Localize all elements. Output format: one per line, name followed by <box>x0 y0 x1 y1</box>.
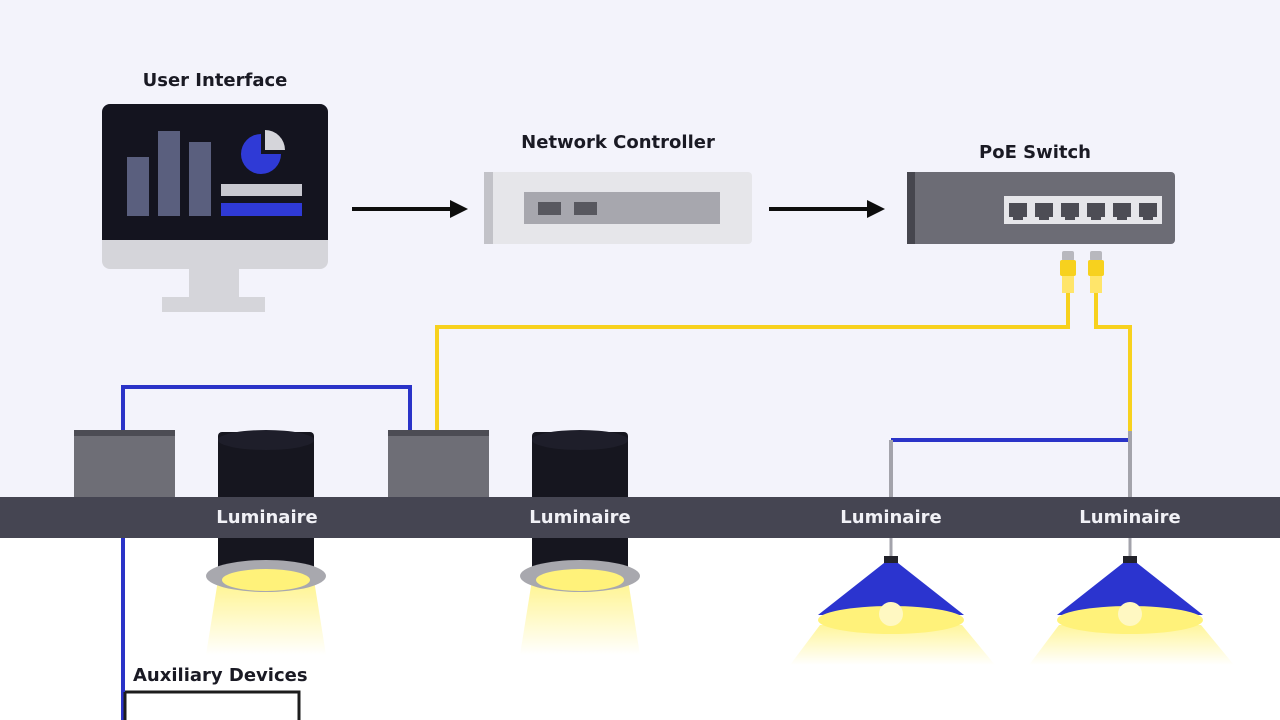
bar-chart-icon <box>127 131 211 216</box>
pendant-cap <box>1123 556 1137 564</box>
controller-side <box>484 172 493 244</box>
dashboard-line-blue <box>221 203 302 216</box>
ethernet-port-icon <box>1113 203 1131 220</box>
network-controller-device <box>484 172 752 244</box>
ethernet-port-icon <box>1087 203 1105 220</box>
right-arrow-icon <box>352 200 468 218</box>
ethernet-port-icon <box>1035 203 1053 220</box>
luminaire-label-2: Luminaire <box>529 507 631 528</box>
pendant-light-2 <box>1029 556 1234 665</box>
pendant-light-1 <box>790 556 995 665</box>
poe-switch-label: PoE Switch <box>979 142 1091 163</box>
pendant-glow <box>1029 625 1234 665</box>
driver-box-top <box>388 430 489 436</box>
ethernet-port-icon <box>1139 203 1157 220</box>
rj45-connector-icon <box>1060 251 1076 293</box>
downlight-beam <box>520 580 640 655</box>
driver-box-left <box>74 430 175 500</box>
ceiling-band <box>0 497 1280 538</box>
driver-box-right <box>388 430 489 500</box>
rj45-connector-part <box>1062 276 1074 293</box>
downlight-lens <box>536 569 624 591</box>
pendant-shade <box>1057 563 1203 615</box>
dashboard-bar <box>189 142 211 216</box>
user-interface-monitor <box>102 104 328 312</box>
dashboard-bar <box>127 157 149 216</box>
ethernet-port-icon <box>1009 203 1027 220</box>
pendant-bulb <box>879 602 903 626</box>
switch-side <box>907 172 915 244</box>
user-interface-label: User Interface <box>142 70 288 91</box>
data-cable-drivers <box>121 385 412 432</box>
arrow-head <box>867 200 885 218</box>
monitor-stand <box>162 297 265 312</box>
network-controller-label: Network Controller <box>521 132 715 153</box>
pie-slice-main <box>241 134 281 174</box>
downlight-2 <box>520 430 640 655</box>
ethernet-port-icon-group <box>1009 203 1157 220</box>
downlight-beam <box>206 580 326 655</box>
controller-indicator <box>538 202 561 215</box>
luminaire-label-4: Luminaire <box>1079 507 1181 528</box>
arrow-head <box>450 200 468 218</box>
monitor-neck <box>189 269 239 299</box>
poe-switch-device <box>907 172 1175 244</box>
dashboard-bar <box>158 131 180 216</box>
pendant-shade <box>818 563 964 615</box>
rj45-connector-part <box>1090 276 1102 293</box>
downlight-top <box>532 430 628 450</box>
rj45-connector-part <box>1060 260 1076 276</box>
pendant-glow <box>790 625 995 665</box>
rj45-connector-icon <box>1088 251 1104 293</box>
luminaire-label-3: Luminaire <box>840 507 942 528</box>
downlight-lens <box>222 569 310 591</box>
downlight-1 <box>206 430 326 655</box>
dashboard-line-grey <box>221 184 302 196</box>
poe-cable-left <box>435 293 1070 432</box>
pendant-cap <box>884 556 898 564</box>
pie-slice-small <box>265 130 285 150</box>
switch-port-panel <box>1004 196 1162 224</box>
pendant-bulb <box>1118 602 1142 626</box>
controller-indicator <box>574 202 597 215</box>
rj45-connector-part <box>1062 251 1074 261</box>
auxiliary-devices-label: Auxiliary Devices <box>133 665 308 686</box>
rj45-connector-part <box>1090 251 1102 261</box>
pie-chart-icon <box>241 130 285 174</box>
auxiliary-devices-bracket <box>125 690 301 720</box>
ethernet-port-icon <box>1061 203 1079 220</box>
right-arrow-icon <box>769 200 885 218</box>
rj45-connector-part <box>1088 260 1104 276</box>
downlight-top <box>218 430 314 450</box>
luminaire-label-1: Luminaire <box>216 507 318 528</box>
poe-cable-right <box>1094 293 1132 431</box>
driver-box-top <box>74 430 175 436</box>
